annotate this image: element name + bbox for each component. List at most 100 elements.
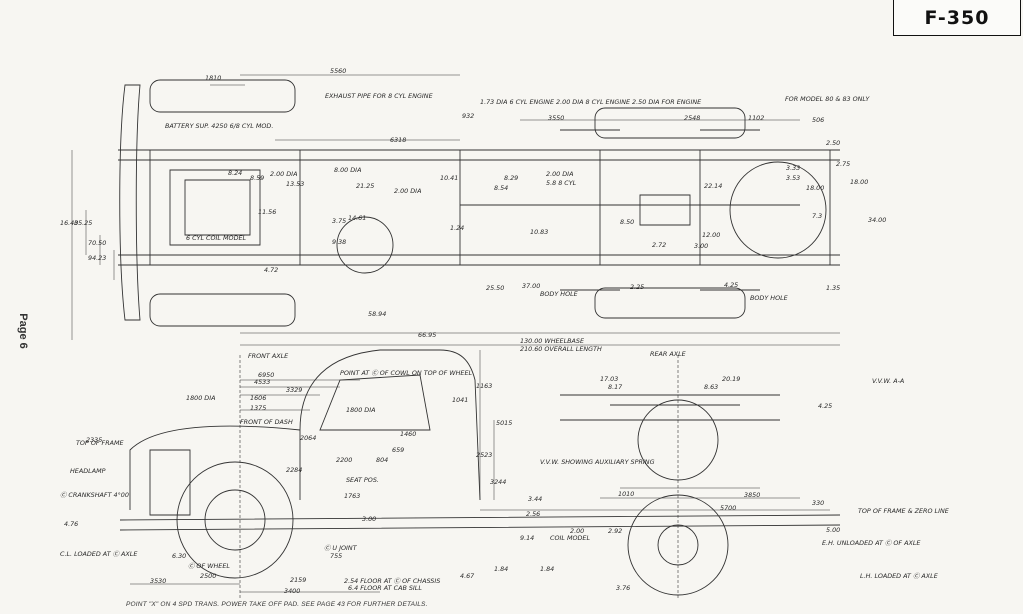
side-dim-8: 2064 bbox=[300, 434, 316, 442]
side-dim-17: 1163 bbox=[476, 382, 492, 390]
interior-dim-28: 58.94 bbox=[368, 310, 386, 318]
left-dim-70-50: 70.50 bbox=[88, 239, 106, 247]
side-dim-10: 659 bbox=[392, 446, 404, 454]
seat-label: SEAT POS. bbox=[346, 476, 379, 484]
side-view bbox=[119, 349, 841, 600]
left-dim-16-40: 16.40 bbox=[60, 219, 78, 227]
side-dim-3: 1606 bbox=[250, 394, 266, 402]
interior-dim-24: 2.72 bbox=[652, 241, 666, 249]
aux-spring-label: V.V.W. SHOWING AUXILIARY SPRING bbox=[540, 458, 655, 466]
dim-3550: 3550 bbox=[548, 114, 564, 122]
dim-932: 932 bbox=[462, 112, 474, 120]
overall-length-dim: 210.60 OVERALL LENGTH bbox=[520, 345, 602, 353]
dim-2548: 2548 bbox=[684, 114, 700, 122]
side-dim-45: 4.76 bbox=[64, 520, 78, 528]
left-dim-35-25: 35.25 bbox=[74, 219, 92, 227]
cl-loaded-label: C.L. LOADED AT Ⓒ AXLE bbox=[60, 550, 138, 558]
interior-dim-17: 1.24 bbox=[450, 224, 464, 232]
model-title: F-350 bbox=[924, 6, 990, 29]
side-dim-35: 2.92 bbox=[608, 527, 622, 535]
side-dim-2: 3329 bbox=[286, 386, 302, 394]
interior-dim-12: 11.56 bbox=[258, 208, 276, 216]
of-wheel-label: Ⓒ OF WHEEL bbox=[188, 562, 230, 570]
interior-dim-10: 2.00 DIA bbox=[546, 170, 573, 178]
dim-66-95: 66.95 bbox=[418, 331, 436, 339]
cab-note-label: POINT AT Ⓒ OF COWL ON TOP OF WHEEL bbox=[340, 369, 472, 377]
side-view-labels: FRONT AXLE REAR AXLE V.V.W. A-A HEADLAMP… bbox=[60, 350, 950, 595]
interior-dim-1: 8.59 bbox=[250, 174, 264, 182]
interior-dim-19: 25.50 bbox=[486, 284, 504, 292]
side-dim-4: 1375 bbox=[250, 404, 266, 412]
dim-1102: 1102 bbox=[748, 114, 764, 122]
top-of-frame-left-label: TOP OF FRAME bbox=[76, 439, 125, 447]
side-dim-14: 5015 bbox=[496, 419, 512, 427]
right-dim-6: 34.00 bbox=[868, 216, 886, 224]
dim-6318: 6318 bbox=[390, 136, 406, 144]
side-dim-7: 2200 bbox=[336, 456, 352, 464]
front-of-dash-label: FRONT OF DASH bbox=[240, 418, 293, 426]
plan-view-labels: 1810 5560 6318 932 3550 2548 1102 506 EX… bbox=[60, 67, 886, 353]
interior-dim-7: 10.41 bbox=[440, 174, 458, 182]
footer-note: POINT "X" ON 4 SPD TRANS. POWER TAKE OFF… bbox=[126, 601, 428, 608]
rear-axle-label: REAR AXLE bbox=[650, 350, 687, 358]
right-dim-5: 18.00 bbox=[850, 178, 868, 186]
side-dim-30: 3530 bbox=[150, 577, 166, 585]
right-dim-0: 2.50 bbox=[826, 139, 840, 147]
coil-model-label: COIL MODEL bbox=[550, 534, 590, 542]
exhaust-note: EXHAUST PIPE FOR 8 CYL ENGINE bbox=[325, 92, 434, 100]
right-dim-3: 3.53 bbox=[786, 174, 800, 182]
interior-dim-8: 8.29 bbox=[504, 174, 518, 182]
side-dim-40: 4.25 bbox=[818, 402, 832, 410]
interior-dim-18: 10.83 bbox=[530, 228, 548, 236]
battery-note: BATTERY SUP. 4250 6/8 CYL MOD. bbox=[165, 122, 273, 130]
vw-aa-label: V.V.W. A-A bbox=[872, 377, 904, 385]
body-hole-note-2: BODY HOLE bbox=[750, 294, 789, 302]
interior-dim-27: 12.00 bbox=[702, 231, 720, 239]
interior-dim-16: 4.72 bbox=[264, 266, 278, 274]
side-dim-46: 6.30 bbox=[172, 552, 186, 560]
interior-dim-21: 8.50 bbox=[620, 218, 634, 226]
side-dim-43: 1.84 bbox=[494, 565, 508, 573]
right-dim-1: 2.75 bbox=[836, 160, 850, 168]
side-dim-29: 2500 bbox=[200, 572, 216, 580]
side-dim-39: 8.63 bbox=[704, 383, 718, 391]
six-cyl-note: 6 CYL COIL MODEL bbox=[186, 234, 247, 242]
floor-cab-label: 6.4 FLOOR AT CAB SILL bbox=[348, 584, 422, 592]
side-dim-41: 3.00 bbox=[362, 515, 376, 523]
side-dim-23: 5700 bbox=[720, 504, 736, 512]
dim-1810: 1810 bbox=[205, 74, 221, 82]
model-title-box: F-350 bbox=[893, 0, 1021, 36]
side-dim-33: 2.00 bbox=[570, 527, 584, 535]
interior-dim-6: 2.00 DIA bbox=[394, 187, 421, 195]
side-dim-37: 8.17 bbox=[608, 383, 622, 391]
body-hole-note-1: BODY HOLE bbox=[540, 290, 579, 298]
right-dim-4: 18.00 bbox=[806, 184, 824, 192]
interior-dim-15: 9.38 bbox=[332, 238, 346, 246]
right-dim-7: 7.3 bbox=[812, 212, 822, 220]
side-dim-22: 3850 bbox=[744, 491, 760, 499]
side-dim-19: 3.44 bbox=[528, 495, 542, 503]
interior-dim-11: 5.8 8 CYL bbox=[546, 179, 577, 187]
side-dim-34: 9.14 bbox=[520, 534, 534, 542]
lh-loaded-label: L.H. LOADED AT Ⓒ AXLE bbox=[860, 572, 939, 580]
side-dim-25: 5.00 bbox=[826, 526, 840, 534]
cu-joint-label: Ⓒ U JOINT bbox=[324, 544, 358, 552]
side-dim-27: 755 bbox=[330, 552, 342, 560]
interior-dim-0: 8.24 bbox=[228, 169, 242, 177]
side-dim-26: 1.84 bbox=[540, 565, 554, 573]
interior-dim-3: 13.53 bbox=[286, 180, 304, 188]
side-dim-15: 2523 bbox=[476, 451, 492, 459]
interior-dim-22: 22.14 bbox=[704, 182, 722, 190]
side-dim-11: 804 bbox=[376, 456, 388, 464]
side-dim-24: 330 bbox=[812, 499, 824, 507]
side-dim-16: 3244 bbox=[490, 478, 506, 486]
side-dim-38: 20.19 bbox=[722, 375, 740, 383]
side-dim-12: 1763 bbox=[344, 492, 360, 500]
left-dim-94-23: 94.23 bbox=[88, 254, 106, 262]
interior-dim-9: 8.54 bbox=[494, 184, 508, 192]
front-axle-label: FRONT AXLE bbox=[248, 352, 289, 360]
interior-dim-2: 2.00 DIA bbox=[270, 170, 297, 178]
interior-dim-4: 8.00 DIA bbox=[334, 166, 361, 174]
interior-dim-5: 21.25 bbox=[356, 182, 374, 190]
